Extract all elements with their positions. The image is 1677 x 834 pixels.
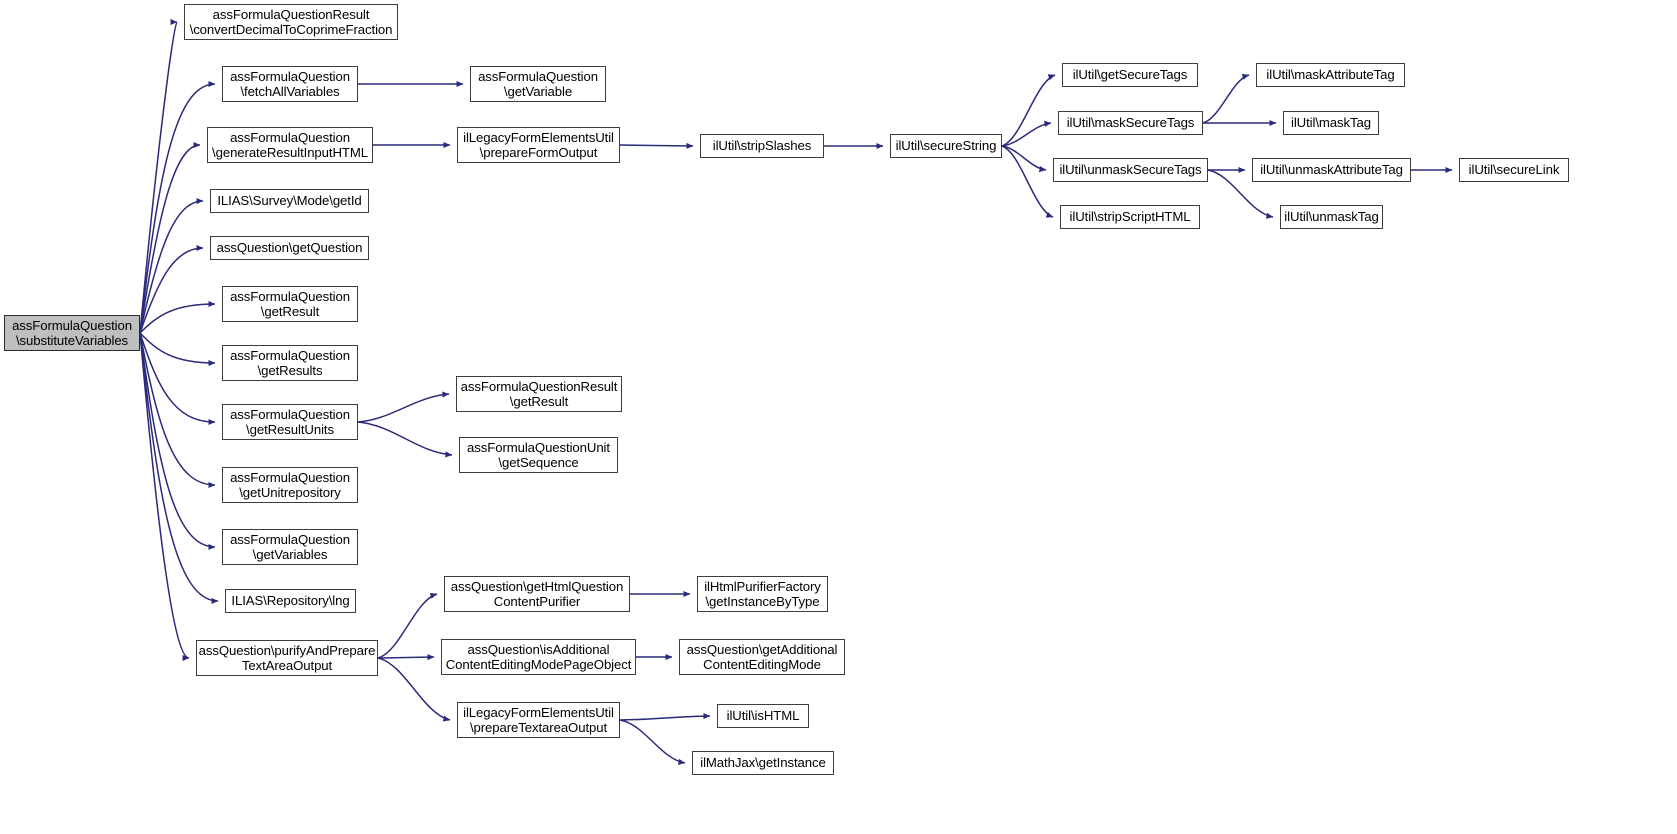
graph-node-fetchAllVariables[interactable]: assFormulaQuestion \fetchAllVariables	[222, 66, 358, 102]
graph-node-isHTML[interactable]: ilUtil\isHTML	[717, 704, 809, 728]
graph-node-label: assFormulaQuestionUnit \getSequence	[467, 439, 610, 471]
graph-node-label: assQuestion\getQuestion	[216, 240, 363, 256]
graph-node-label: ilUtil\maskTag	[1291, 115, 1371, 131]
graph-node-unitGetSequence[interactable]: assFormulaQuestionUnit \getSequence	[459, 437, 618, 473]
graph-node-getResult[interactable]: assFormulaQuestion \getResult	[222, 286, 358, 322]
graph-node-label: assFormulaQuestion \getResultUnits	[230, 406, 350, 438]
graph-node-label: assFormulaQuestion \generateResultInputH…	[212, 129, 368, 161]
graph-node-label: assFormulaQuestion \getResults	[230, 347, 350, 379]
graph-node-label: assFormulaQuestion \fetchAllVariables	[230, 68, 350, 100]
graph-node-getResultUnits[interactable]: assFormulaQuestion \getResultUnits	[222, 404, 358, 440]
graph-node-label: ilUtil\unmaskSecureTags	[1059, 162, 1202, 178]
graph-node-label: ILIAS\Survey\Mode\getId	[217, 193, 362, 209]
graph-edge-root-to-convertDecimal	[139, 19, 178, 334]
graph-node-label: ilUtil\unmaskAttributeTag	[1260, 162, 1403, 178]
graph-node-purifierFactory[interactable]: ilHtmlPurifierFactory \getInstanceByType	[697, 576, 828, 612]
graph-node-label: ilUtil\secureLink	[1468, 162, 1560, 178]
graph-node-htmlContentPurifier[interactable]: assQuestion\getHtmlQuestion ContentPurif…	[444, 576, 630, 612]
graph-node-fqrGetResult[interactable]: assFormulaQuestionResult \getResult	[456, 376, 622, 412]
graph-node-repositoryLng[interactable]: ILIAS\Repository\lng	[225, 589, 356, 613]
graph-edge-prepareFormOutput-to-stripSlashes	[619, 142, 694, 149]
graph-node-label: ilUtil\stripSlashes	[712, 138, 812, 154]
graph-node-label: ilUtil\maskSecureTags	[1066, 115, 1195, 131]
graph-node-mathJaxGetInstance[interactable]: ilMathJax\getInstance	[692, 751, 834, 775]
graph-edge-secureString-to-stripScriptHTML	[1001, 145, 1054, 218]
graph-node-label: ilLegacyFormElementsUtil \prepareFormOut…	[463, 129, 614, 161]
graph-node-label: ilUtil\secureString	[895, 138, 997, 154]
graph-node-label: assQuestion\isAdditional ContentEditingM…	[445, 641, 632, 673]
graph-node-convertDecimal[interactable]: assFormulaQuestionResult \convertDecimal…	[184, 4, 398, 40]
graph-node-getVariables[interactable]: assFormulaQuestion \getVariables	[222, 529, 358, 565]
graph-node-unmaskSecureTags[interactable]: ilUtil\unmaskSecureTags	[1053, 158, 1208, 182]
graph-edge-root-to-repositoryLng	[139, 332, 219, 605]
graph-edge-secureString-to-getSecureTags	[1001, 74, 1056, 147]
graph-edge-secureString-to-maskSecureTags	[1001, 120, 1052, 147]
graph-edge-root-to-getQuestion	[139, 244, 204, 334]
graph-edge-root-to-surveyModeGetId	[139, 197, 204, 334]
graph-node-label: assFormulaQuestionResult \getResult	[460, 378, 618, 410]
graph-edge-maskSecureTags-to-maskAttributeTag	[1202, 73, 1250, 124]
graph-edge-root-to-generateResultInputHTML	[139, 141, 201, 334]
graph-node-getVariable[interactable]: assFormulaQuestion \getVariable	[470, 66, 606, 102]
graph-node-isAdditionalCEMPO[interactable]: assQuestion\isAdditional ContentEditingM…	[441, 639, 636, 675]
graph-node-label: ilUtil\isHTML	[726, 708, 800, 724]
graph-node-label: assFormulaQuestion \getVariables	[230, 531, 350, 563]
graph-node-label: ilUtil\getSecureTags	[1072, 67, 1188, 83]
graph-edge-prepareTextareaOutput-to-mathJaxGetInstance	[619, 719, 686, 765]
graph-node-label: ilUtil\stripScriptHTML	[1069, 209, 1191, 225]
graph-node-label: ilHtmlPurifierFactory \getInstanceByType	[704, 578, 821, 610]
graph-node-label: assFormulaQuestion \getVariable	[478, 68, 598, 100]
graph-node-secureString[interactable]: ilUtil\secureString	[890, 134, 1002, 158]
graph-edge-getResultUnits-to-fqrGetResult	[357, 391, 450, 423]
graph-edge-root-to-fetchAllVariables	[139, 80, 216, 334]
graph-edge-secureString-to-unmaskSecureTags	[1001, 145, 1047, 173]
graph-node-stripScriptHTML[interactable]: ilUtil\stripScriptHTML	[1060, 205, 1200, 229]
graph-node-label: ilLegacyFormElementsUtil \prepareTextare…	[463, 704, 614, 736]
graph-edge-root-to-getResultUnits	[139, 332, 216, 426]
graph-node-unmaskTag[interactable]: ilUtil\unmaskTag	[1280, 205, 1383, 229]
graph-edge-root-to-purifyAndPrepare	[139, 332, 190, 662]
graph-node-label: assFormulaQuestion \substituteVariables	[12, 317, 132, 349]
graph-node-prepareTextareaOutput[interactable]: ilLegacyFormElementsUtil \prepareTextare…	[457, 702, 620, 738]
graph-node-unmaskAttributeTag[interactable]: ilUtil\unmaskAttributeTag	[1252, 158, 1411, 182]
graph-node-root[interactable]: assFormulaQuestion \substituteVariables	[4, 315, 140, 351]
graph-node-maskSecureTags[interactable]: ilUtil\maskSecureTags	[1058, 111, 1203, 135]
graph-node-getSecureTags[interactable]: ilUtil\getSecureTags	[1062, 63, 1198, 87]
graph-node-label: ilMathJax\getInstance	[700, 755, 826, 771]
graph-node-maskAttributeTag[interactable]: ilUtil\maskAttributeTag	[1256, 63, 1405, 87]
graph-node-label: assFormulaQuestion \getUnitrepository	[230, 469, 350, 501]
graph-edge-root-to-getUnitrepository	[139, 332, 216, 489]
graph-edge-root-to-getVariables	[139, 332, 216, 551]
graph-edge-purifyAndPrepare-to-prepareTextareaOutput	[377, 657, 451, 722]
graph-node-label: assQuestion\purifyAndPrepare TextAreaOut…	[198, 642, 376, 674]
graph-edge-purifyAndPrepare-to-isAdditionalCEMPO	[377, 654, 435, 661]
graph-node-label: ilUtil\unmaskTag	[1284, 209, 1379, 225]
graph-node-generateResultInputHTML[interactable]: assFormulaQuestion \generateResultInputH…	[207, 127, 373, 163]
graph-node-getResults[interactable]: assFormulaQuestion \getResults	[222, 345, 358, 381]
graph-node-surveyModeGetId[interactable]: ILIAS\Survey\Mode\getId	[210, 189, 369, 213]
graph-edge-root-to-getResults	[139, 332, 216, 367]
graph-node-label: assQuestion\getHtmlQuestion ContentPurif…	[450, 578, 624, 610]
graph-node-label: ILIAS\Repository\lng	[231, 593, 350, 609]
graph-edge-prepareTextareaOutput-to-isHTML	[619, 712, 711, 721]
graph-edge-root-to-getResult	[139, 300, 216, 334]
graph-node-label: ilUtil\maskAttributeTag	[1266, 67, 1395, 83]
graph-node-label: assQuestion\getAdditional ContentEditing…	[686, 641, 838, 673]
graph-node-getAdditionalCEM[interactable]: assQuestion\getAdditional ContentEditing…	[679, 639, 845, 675]
graph-node-maskTag[interactable]: ilUtil\maskTag	[1283, 111, 1379, 135]
graph-node-prepareFormOutput[interactable]: ilLegacyFormElementsUtil \prepareFormOut…	[457, 127, 620, 163]
graph-node-label: assFormulaQuestion \getResult	[230, 288, 350, 320]
graph-node-secureLink[interactable]: ilUtil\secureLink	[1459, 158, 1569, 182]
graph-node-getQuestion[interactable]: assQuestion\getQuestion	[210, 236, 369, 260]
graph-node-purifyAndPrepare[interactable]: assQuestion\purifyAndPrepare TextAreaOut…	[196, 640, 378, 676]
graph-node-label: assFormulaQuestionResult \convertDecimal…	[189, 6, 393, 38]
graph-edge-purifyAndPrepare-to-htmlContentPurifier	[377, 592, 438, 659]
graph-edge-getResultUnits-to-unitGetSequence	[357, 421, 453, 458]
graph-node-getUnitrepository[interactable]: assFormulaQuestion \getUnitrepository	[222, 467, 358, 503]
graph-node-stripSlashes[interactable]: ilUtil\stripSlashes	[700, 134, 824, 158]
